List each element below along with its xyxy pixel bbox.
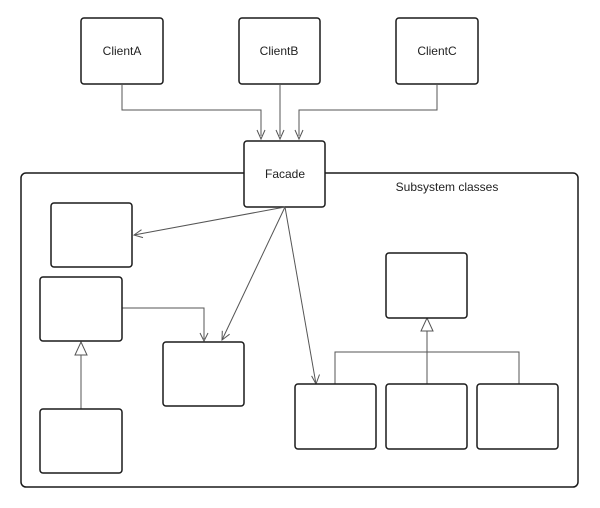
client-a-to-facade-line [121,84,262,136]
client-c-arrowhead [294,129,304,141]
facade: Facade [243,140,326,208]
client-b-label: ClientB [260,44,299,58]
class-2-to-class-3-line [122,307,205,339]
client-b: ClientB [238,17,321,85]
class-2-inheritance-triangle [74,340,88,356]
subsystem-class-5 [294,383,377,450]
class-2-to-class-3-arrowhead [199,332,209,343]
subsystem-class-4 [39,408,123,474]
client-a-label: ClientA [103,44,142,58]
subsystem-class-6 [385,383,468,450]
subsystem-class-7 [476,383,559,450]
facade-to-class-3-arrowhead [221,330,230,342]
subsystem-class-1 [50,202,133,268]
facade-to-class-1-line [133,206,286,236]
facade-to-class-5-line [284,206,317,385]
client-c-label: ClientC [417,44,457,58]
subsystem-class-3 [162,341,245,407]
client-c-to-facade-line [298,84,438,136]
facade-label: Facade [265,167,305,181]
subsystem-class-9 [385,252,468,319]
facade-to-class-3-line [221,206,286,341]
client-c: ClientC [395,17,479,85]
client-a: ClientA [80,17,164,85]
subsystem-class-2 [39,276,123,342]
client-b-arrowhead [275,129,285,141]
subsystem-label: Subsystem classes [396,180,499,194]
facade-to-class-1-arrowhead [132,229,144,239]
class-9-inheritance-triangle [420,316,434,332]
client-a-arrowhead [256,129,266,141]
